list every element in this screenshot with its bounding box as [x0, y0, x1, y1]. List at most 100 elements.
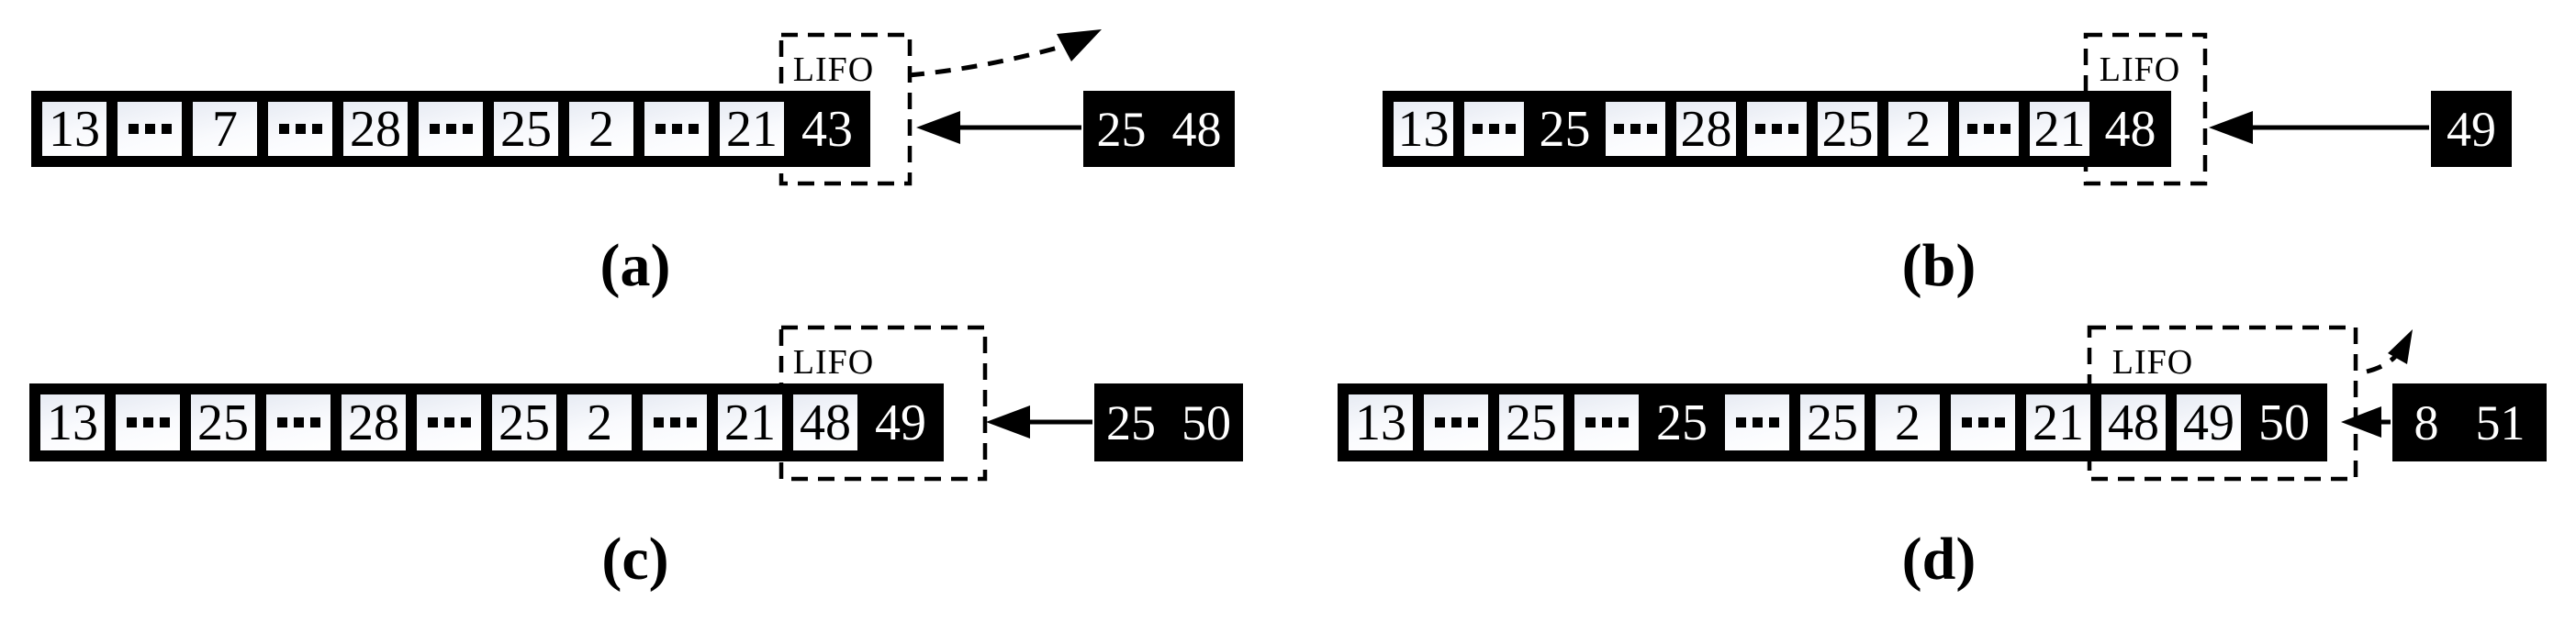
incoming-value: 25	[1096, 101, 1147, 157]
ellipsis-cell	[1459, 96, 1529, 161]
ellipsis-dot	[278, 124, 289, 134]
ellipsis-cell	[110, 389, 185, 456]
incoming-value: 49	[2447, 101, 2496, 157]
lifo-label-a: LIFO	[792, 50, 875, 89]
value-cell: 2	[1870, 389, 1945, 456]
ellipsis-dot	[1967, 124, 1977, 134]
ellipsis-dot	[161, 124, 172, 134]
lifo-label-c: LIFO	[792, 343, 875, 382]
value-cell: 13	[35, 389, 110, 456]
ellipsis-dot	[462, 124, 473, 134]
ellipsis-dot	[653, 417, 664, 428]
ellipsis-dot	[686, 417, 697, 428]
ellipsis-dot	[128, 124, 139, 134]
incoming-values-box-a: 25 48	[1083, 91, 1235, 167]
value-cell: 25	[488, 96, 564, 161]
value-cell: 25	[1795, 389, 1870, 456]
ellipsis-dot	[671, 124, 682, 134]
value-cell: 2	[1883, 96, 1954, 161]
incoming-arrow-d	[2341, 406, 2391, 438]
value-cell: 2	[562, 389, 637, 456]
ellipsis-cell	[1954, 96, 2024, 161]
ellipsis-dot	[1977, 417, 1988, 428]
ellipsis-dot	[1585, 417, 1596, 428]
incoming-arrow-a	[916, 111, 1081, 144]
value-cell: 21	[2021, 389, 2096, 456]
filled-value-cell: 25	[1644, 389, 1719, 456]
ellipsis-dot	[1772, 124, 1782, 134]
ellipsis-cell	[637, 389, 712, 456]
value-cell: 28	[1671, 96, 1742, 161]
eviction-arrow-a	[908, 29, 1102, 78]
ellipsis-dot	[1752, 417, 1763, 428]
value-cell: 25	[487, 389, 562, 456]
ellipsis-cell	[411, 389, 487, 456]
ellipsis-dot	[1434, 417, 1445, 428]
ellipsis-dot	[1984, 124, 1994, 134]
ellipsis-dot	[655, 124, 666, 134]
value-cell: 21	[714, 96, 790, 161]
ellipsis-dot	[429, 124, 440, 134]
ellipsis-dot	[1755, 124, 1765, 134]
ellipsis-dot	[1961, 417, 1972, 428]
eviction-arrow-d	[2366, 329, 2413, 374]
incoming-value: 25	[1106, 394, 1156, 450]
ellipsis-dot	[460, 417, 471, 428]
ellipsis-dot	[427, 417, 438, 428]
lifo-label-d: LIFO	[2111, 343, 2194, 382]
panel-caption-a: (a)	[599, 232, 671, 299]
ellipsis-cell	[639, 96, 714, 161]
value-cell: 7	[187, 96, 263, 161]
ellipsis-cell	[261, 389, 336, 456]
ellipsis-cell	[1600, 96, 1671, 161]
incoming-value: 51	[2475, 394, 2526, 450]
ellipsis-cell	[112, 96, 187, 161]
ellipsis-dot	[669, 417, 680, 428]
ellipsis-dot	[126, 417, 137, 428]
panel-caption-b: (b)	[1901, 232, 1977, 299]
value-cell: 28	[338, 96, 413, 161]
filled-value-cell: 25	[1529, 96, 1600, 161]
ellipsis-dot	[445, 124, 456, 134]
ellipsis-dot	[295, 124, 306, 134]
value-cell: 13	[1388, 96, 1459, 161]
ellipsis-cell	[413, 96, 488, 161]
ellipsis-dot	[1450, 417, 1462, 428]
filled-value-cell: 50	[2246, 389, 2322, 456]
value-cell: 25	[1494, 389, 1569, 456]
panel-caption-d: (d)	[1901, 526, 1977, 593]
ellipsis-dot	[311, 124, 322, 134]
value-cell: 21	[712, 389, 788, 456]
value-cell: 2	[564, 96, 639, 161]
ellipsis-dot	[159, 417, 170, 428]
lifo-label-b: LIFO	[2099, 50, 2181, 89]
ellipsis-cell	[1742, 96, 1812, 161]
ellipsis-dot	[1506, 124, 1516, 134]
ellipsis-dot	[1647, 124, 1657, 134]
panel-caption-c: (c)	[601, 526, 669, 593]
ellipsis-dot	[2000, 124, 2010, 134]
ellipsis-dot	[1994, 417, 2005, 428]
value-cell: 25	[185, 389, 261, 456]
filled-value-cell: 43	[790, 96, 865, 161]
ellipsis-dot	[1467, 417, 1478, 428]
ellipsis-dot	[1768, 417, 1779, 428]
ellipsis-cell	[1945, 389, 2021, 456]
ellipsis-dot	[144, 124, 155, 134]
incoming-arrow-b	[2209, 111, 2429, 144]
ellipsis-dot	[1788, 124, 1798, 134]
incoming-arrow-c	[986, 405, 1092, 439]
ellipsis-dot	[1618, 417, 1629, 428]
value-cell: 13	[37, 96, 112, 161]
ellipsis-dot	[1601, 417, 1612, 428]
incoming-value: 48	[1171, 101, 1222, 157]
ellipsis-dot	[309, 417, 320, 428]
filled-value-cell: 49	[863, 389, 938, 456]
incoming-values-box-b: 49	[2431, 91, 2512, 167]
